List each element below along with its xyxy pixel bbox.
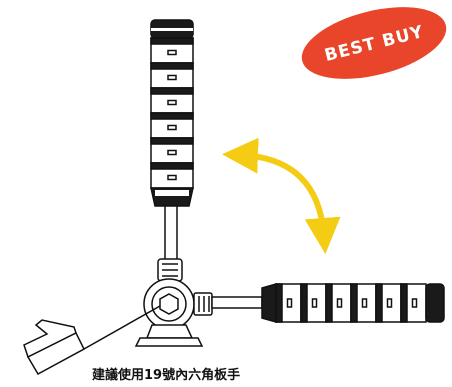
horizontal-tier	[350, 283, 377, 323]
hex-key-wrench-icon	[23, 305, 161, 376]
horizontal-tier	[375, 283, 402, 323]
best-buy-badge: BEST BUY	[301, 7, 447, 79]
vertical-tier	[150, 62, 194, 89]
vertical-tier	[150, 137, 194, 164]
mount-bracket	[134, 258, 213, 347]
horizontal-arm	[211, 296, 263, 309]
vertical-tier	[150, 37, 194, 64]
vertical-tier	[150, 112, 194, 139]
rotate-arrow-icon	[222, 137, 341, 254]
horizontal-signal-tower	[261, 283, 445, 323]
horizontal-tier	[325, 283, 352, 323]
vertical-tier	[150, 162, 194, 189]
vertical-signal-tower	[150, 19, 194, 207]
horizontal-tier	[275, 283, 302, 323]
tower-pole	[164, 205, 178, 261]
vertical-tier	[150, 87, 194, 114]
horizontal-tier	[300, 283, 327, 323]
horizontal-tier	[400, 283, 427, 323]
caption-text: 建議使用19號內六角板手	[92, 368, 241, 383]
